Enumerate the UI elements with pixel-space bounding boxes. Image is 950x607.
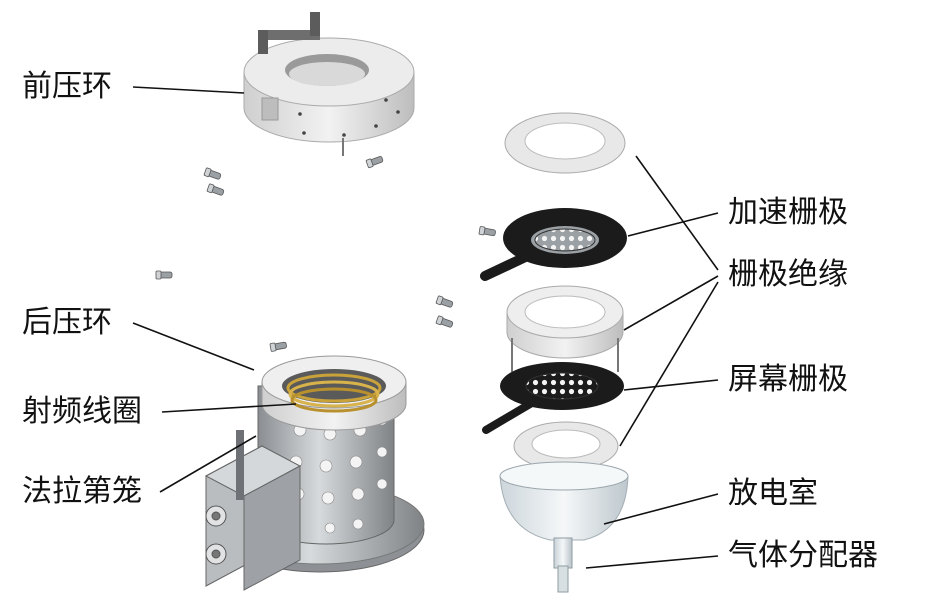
label-rf-coil: 射频线圈 bbox=[22, 394, 142, 429]
label-discharge-chamber: 放电室 bbox=[728, 476, 818, 511]
front-ring-part bbox=[243, 12, 415, 156]
label-rear-ring: 后压环 bbox=[22, 305, 112, 340]
right-stack-part bbox=[480, 112, 629, 593]
lower-assembly-part bbox=[204, 355, 425, 591]
screws bbox=[155, 156, 496, 352]
label-front-ring: 前压环 bbox=[22, 69, 112, 104]
label-gas-distributor: 气体分配器 bbox=[728, 538, 878, 573]
label-screen-grid: 屏幕栅极 bbox=[728, 362, 848, 397]
label-grid-insulation: 栅极绝缘 bbox=[728, 257, 848, 292]
leader-lines bbox=[132, 86, 719, 569]
label-accel-grid: 加速栅极 bbox=[728, 195, 848, 230]
label-faraday-cage: 法拉第笼 bbox=[22, 474, 142, 509]
